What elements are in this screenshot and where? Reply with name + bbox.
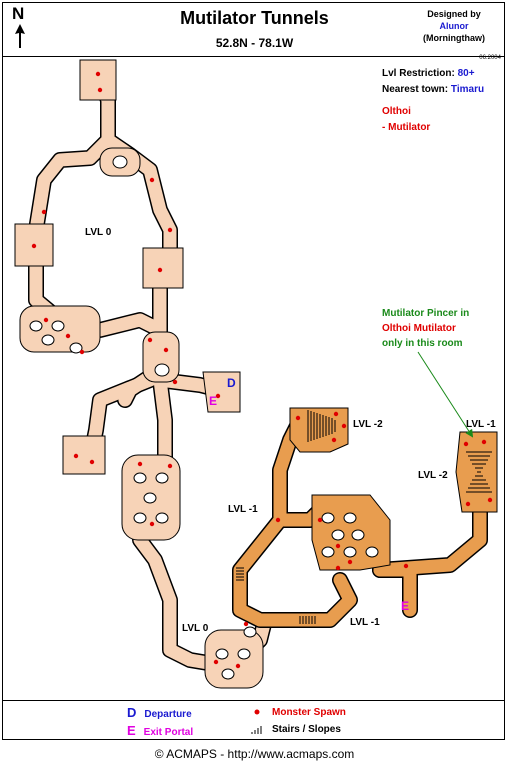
pillar-hall-bottom [204,629,264,689]
departure-legend-label: Departure [144,709,192,720]
designed-by-label: Designed by [427,9,481,19]
monster-group: Olthoi [382,106,411,117]
legend-stairs: Stairs / Slopes [272,724,341,735]
exit-marker-upper: E [209,394,218,408]
monster-spawns [31,71,493,669]
map-frame [2,2,505,740]
note-line-2: Olthoi Mutilator [382,323,456,334]
monster-name: - Mutilator [382,122,431,133]
dungeon-info: Lvl Restriction: 80+ Nearest town: Timar… [382,66,484,136]
departure-marker: D [227,376,236,390]
departure-legend-symbol: D [127,705,137,720]
legend-departure: D Departure [127,705,192,720]
nearest-town-value: Timaru [450,84,485,95]
stairs-legend-icon [251,726,262,734]
stairs-left-slope [236,567,244,581]
exit-legend-symbol: E [127,723,136,738]
stairs-pincer-room [466,451,492,493]
label-lvl-minus-2-right: LVL -2 [418,470,448,481]
label-lvl0-bottom: LVL 0 [182,623,209,634]
north-arrow-icon [15,24,25,48]
stairs-markers [236,410,492,624]
stairs-bottom-slope [299,616,316,624]
level-restriction-label: Lvl Restriction: [382,68,455,79]
designer-credit: Designed by Alunor (Morningthaw) [409,8,499,44]
note-arrow [417,351,474,438]
room-southwest [62,435,106,475]
junction-center [142,331,180,383]
nearest-town-label: Nearest town: [382,84,449,95]
label-lvl-minus-1-right: LVL -1 [466,419,496,430]
room-top-north [79,59,117,101]
note-line-1: Mutilator Pincer in [382,308,470,319]
pincer-note: Mutilator Pincer in Olthoi Mutilator onl… [382,306,469,351]
label-lvl-minus-1-mid: LVL -1 [228,504,258,515]
exit-legend-label: Exit Portal [143,727,194,738]
level-0-rooms [14,59,264,689]
label-lvl-minus-1-bottom: LVL -1 [350,617,380,628]
compass-north-label: N [12,4,25,23]
room-east [142,247,184,289]
spawn-legend-icon [254,709,260,715]
legend-divider [2,700,505,701]
pillar-hall-lower [311,494,391,571]
exit-marker-lower: E [401,599,410,613]
label-lvl-minus-2: LVL -2 [353,419,383,430]
page-title: Mutilator Tunnels [180,8,329,28]
legend-spawn: Monster Spawn [272,707,346,718]
room-lvl-minus-2 [289,407,349,453]
legend-exit: E Exit Portal [127,723,193,738]
pillars [29,155,379,680]
map-date: 06.2004 [479,55,501,61]
lower-level-tunnels [232,412,488,628]
level-restriction-value: 80+ [457,68,475,79]
author-name: Alunor [439,21,469,31]
room-departure [202,371,241,413]
header-divider [2,56,505,57]
footer-credit: © ACMAPS - http://www.acmaps.com [154,747,355,761]
stairs-lvl-minus-2 [307,410,336,442]
compass: N [10,4,32,50]
map-coordinates: 52.8N - 78.1W [215,36,294,50]
label-lvl0-top: LVL 0 [85,227,112,238]
note-line-3: only in this room [382,338,463,349]
server-name: (Morningthaw) [423,33,485,43]
